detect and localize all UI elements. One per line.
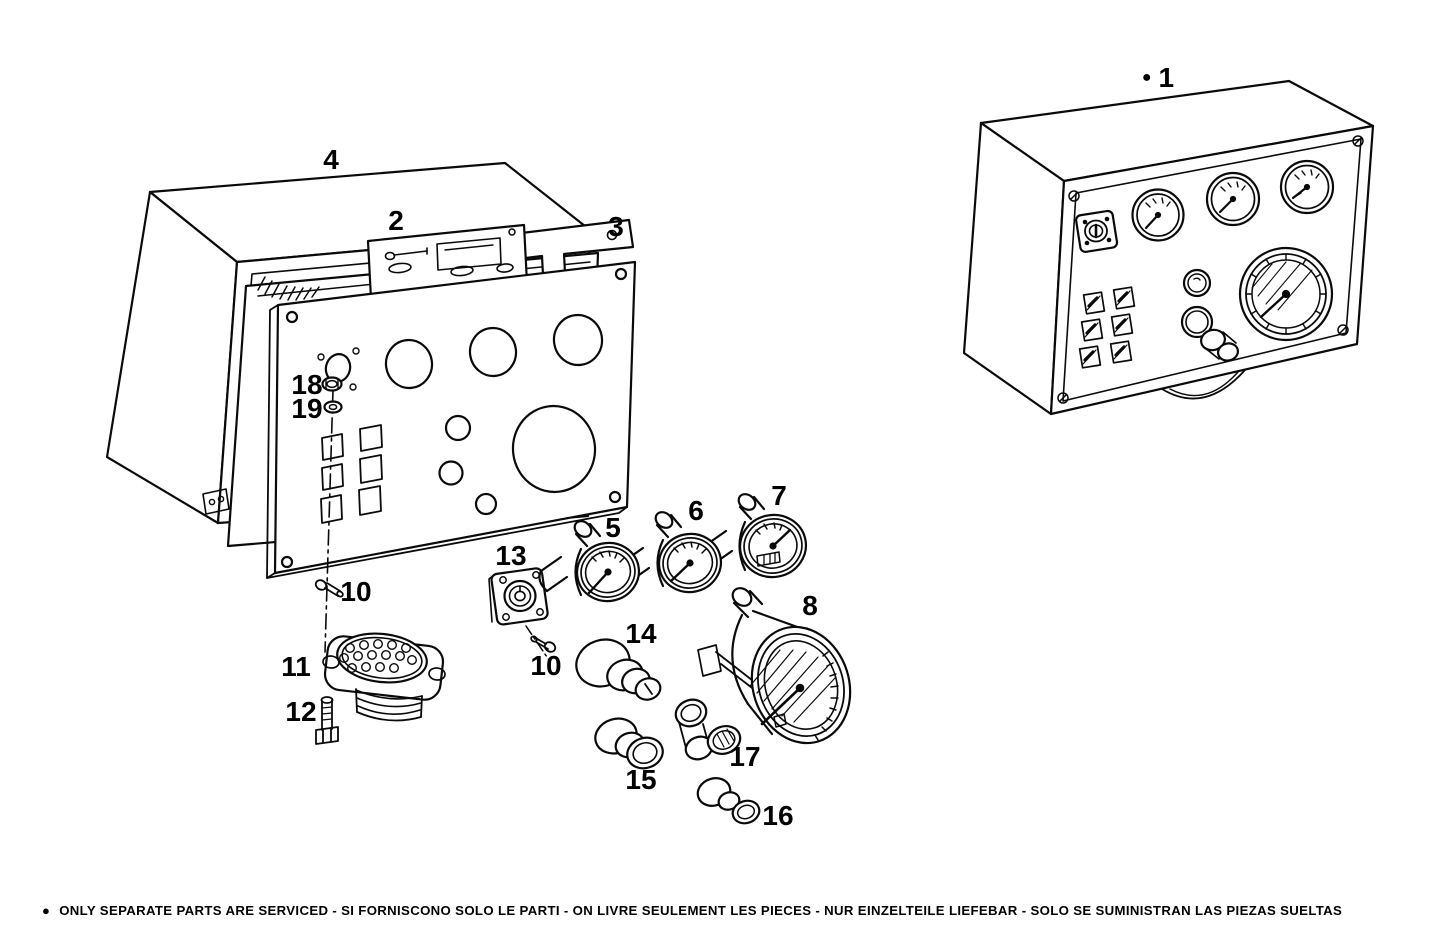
part14-sender-drawing bbox=[575, 638, 662, 701]
part-label-7: 7 bbox=[771, 480, 787, 511]
part-label-19: 19 bbox=[291, 393, 323, 424]
part-label-12: 12 bbox=[285, 696, 317, 727]
part-label-11: 11 bbox=[281, 651, 311, 682]
part8-gauge-drawing bbox=[697, 587, 852, 745]
part-label-5: 5 bbox=[605, 512, 621, 543]
part6-gauge-drawing bbox=[620, 511, 723, 594]
front-panel-plate-drawing bbox=[266, 260, 637, 579]
part-label-18: 18 bbox=[291, 369, 323, 400]
part-label-10b: 10 bbox=[530, 650, 562, 681]
part-label-17: 17 bbox=[729, 741, 761, 772]
part-label-6: 6 bbox=[688, 495, 704, 526]
part-label-16: 16 bbox=[762, 800, 794, 831]
assembly-axis-line bbox=[324, 389, 334, 653]
part-label-2: 2 bbox=[388, 205, 404, 236]
part1-assembled-panel-drawing bbox=[962, 79, 1375, 416]
footer-note: ● ONLY SEPARATE PARTS ARE SERVICED - SI … bbox=[42, 903, 1342, 918]
part-label-1: ● 1 bbox=[1141, 62, 1175, 93]
part15-socket-drawing bbox=[594, 717, 664, 770]
part13-receptacle-plate-drawing bbox=[488, 567, 549, 626]
serviced-part-dot: ● bbox=[1141, 69, 1152, 86]
footer-bullet-icon: ● bbox=[42, 903, 51, 918]
part5-gauge-drawing bbox=[538, 520, 641, 603]
part-label-4: 4 bbox=[323, 144, 339, 175]
part-label-14: 14 bbox=[625, 618, 657, 649]
part17-cap-drawing bbox=[674, 698, 742, 761]
part12-bolt-drawing bbox=[315, 696, 339, 745]
part-label-8: 8 bbox=[802, 590, 818, 621]
footer-text: ONLY SEPARATE PARTS ARE SERVICED - SI FO… bbox=[59, 903, 1343, 918]
part19-washer-drawing bbox=[323, 400, 343, 414]
part-label-15: 15 bbox=[625, 764, 657, 795]
part16-plug-drawing bbox=[696, 777, 761, 825]
part-label-10a: 10 bbox=[340, 576, 372, 607]
part11-connector-drawing bbox=[322, 632, 446, 722]
part-label-13: 13 bbox=[495, 540, 527, 571]
part-label-3: 3 bbox=[608, 211, 624, 242]
part10-screw-left-drawing bbox=[314, 579, 344, 598]
part10-screw-right-drawing bbox=[530, 635, 557, 653]
part18-nut-drawing bbox=[321, 376, 343, 392]
